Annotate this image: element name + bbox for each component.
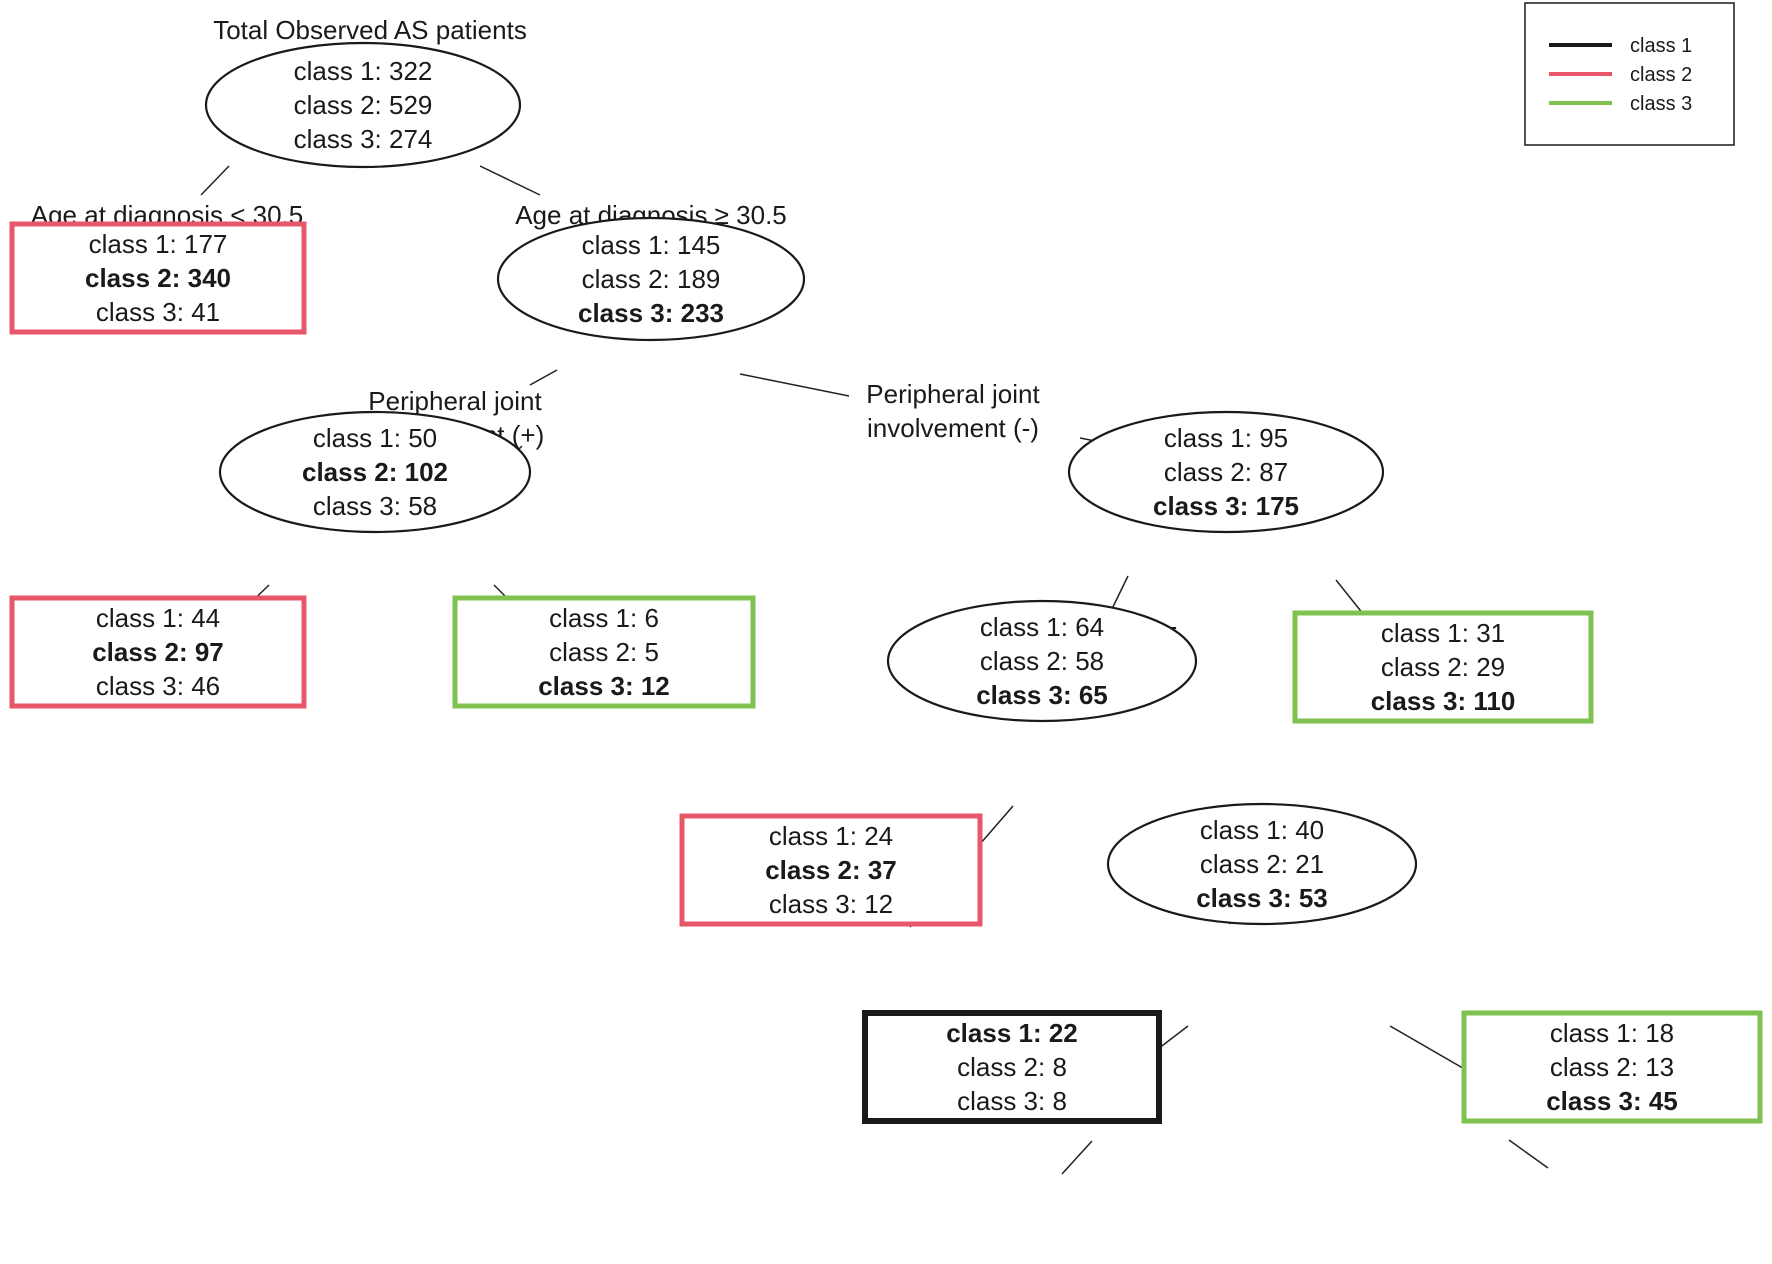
class-count: class 3: 12: [769, 889, 893, 919]
node-ellipse: [886, 599, 1198, 723]
class-count: class 2: 5: [549, 637, 659, 667]
class-count: class 2: 37: [765, 855, 897, 885]
leaf-box: [862, 1010, 1162, 1124]
class-count: class 1: 44: [96, 603, 220, 633]
class-count: class 3: 41: [96, 297, 220, 327]
tree-edge: [479, 165, 541, 196]
legend-label: class 1: [1630, 35, 1692, 57]
node-ellipse: [218, 410, 532, 534]
class-count: class 3: 53: [1196, 883, 1328, 913]
tree-edge: [529, 369, 558, 386]
class-count: class 3: 46: [96, 671, 220, 701]
tree-title: Total Observed AS patients: [213, 15, 527, 45]
class-count: class 1: 22: [946, 1018, 1078, 1048]
tree-edge: [739, 373, 850, 397]
class-count: class 1: 95: [1164, 423, 1288, 453]
leaf-node: class 1: 31 class 2: 29 class 3: 110: [1292, 610, 1594, 724]
class-count: class 3: 8: [957, 1086, 1067, 1116]
leaf-box: [1292, 610, 1594, 724]
split-label: Peripheral joint: [368, 386, 542, 416]
split-node: class 1: 50 class 2: 102 class 3: 58: [218, 410, 532, 534]
class-count: class 3: 233: [578, 298, 724, 328]
leaf-box: [9, 595, 307, 709]
tree-edge: [1508, 1139, 1549, 1169]
class-count: class 2: 29: [1381, 652, 1505, 682]
class-count: class 1: 50: [313, 423, 437, 453]
tree-edge: [200, 165, 230, 196]
node-ellipse: [496, 216, 806, 342]
class-count: class 1: 40: [1200, 815, 1324, 845]
class-count: class 1: 18: [1550, 1018, 1674, 1048]
tree-edge: [1061, 1140, 1093, 1175]
node-ellipse: [1067, 410, 1385, 534]
split-label: involvement (-): [867, 413, 1039, 443]
leaf-node: class 1: 18 class 2: 13 class 3: 45: [1461, 1010, 1763, 1124]
node-ellipse: [1106, 802, 1418, 926]
class-count: class 3: 58: [313, 491, 437, 521]
class-count: class 2: 529: [294, 90, 433, 120]
split-node: class 1: 322 class 2: 529 class 3: 274: [204, 41, 522, 169]
legend-label: class 3: [1630, 93, 1692, 115]
class-count: class 3: 45: [1546, 1086, 1678, 1116]
split-node: class 1: 95 class 2: 87 class 3: 175: [1067, 410, 1385, 534]
class-count: class 2: 189: [582, 264, 721, 294]
class-count: class 3: 65: [976, 680, 1108, 710]
tree-edge: [1335, 579, 1365, 616]
leaf-box: [679, 813, 983, 927]
leaf-node: class 1: 22 class 2: 8 class 3: 8: [862, 1010, 1162, 1124]
class-count: class 2: 13: [1550, 1052, 1674, 1082]
class-count: class 2: 8: [957, 1052, 1067, 1082]
class-count: class 1: 177: [89, 229, 228, 259]
leaf-box: [1461, 1010, 1763, 1124]
leaf-box: [9, 221, 307, 335]
legend-label: class 2: [1630, 64, 1692, 86]
class-count: class 3: 110: [1371, 686, 1516, 716]
class-count: class 1: 24: [769, 821, 893, 851]
class-count: class 3: 12: [538, 671, 670, 701]
leaf-box: [452, 595, 756, 709]
class-count: class 2: 102: [302, 457, 448, 487]
legend: class 1 class 2 class 3: [1524, 2, 1735, 146]
class-count: class 1: 322: [294, 56, 433, 86]
class-count: class 3: 175: [1153, 491, 1299, 521]
leaf-node: class 1: 24 class 2: 37 class 3: 12: [679, 813, 983, 927]
node-ellipse: [204, 41, 522, 169]
split-node: class 1: 40 class 2: 21 class 3: 53: [1106, 802, 1418, 926]
class-count: class 3: 274: [294, 124, 433, 154]
class-count: class 1: 6: [549, 603, 659, 633]
split-node: class 1: 64 class 2: 58 class 3: 65: [886, 599, 1198, 723]
class-count: class 2: 340: [85, 263, 231, 293]
leaf-node: class 1: 177 class 2: 340 class 3: 41: [9, 221, 307, 335]
class-count: class 2: 58: [980, 646, 1104, 676]
leaf-node: class 1: 6 class 2: 5 class 3: 12: [452, 595, 756, 709]
split-node: class 1: 145 class 2: 189 class 3: 233: [496, 216, 806, 342]
class-count: class 1: 31: [1381, 618, 1505, 648]
split-label: Peripheral joint: [866, 379, 1040, 409]
class-count: class 1: 145: [582, 230, 721, 260]
class-count: class 2: 21: [1200, 849, 1324, 879]
class-count: class 1: 64: [980, 612, 1104, 642]
leaf-node: class 1: 44 class 2: 97 class 3: 46: [9, 595, 307, 709]
class-count: class 2: 87: [1164, 457, 1288, 487]
class-count: class 2: 97: [92, 637, 224, 667]
